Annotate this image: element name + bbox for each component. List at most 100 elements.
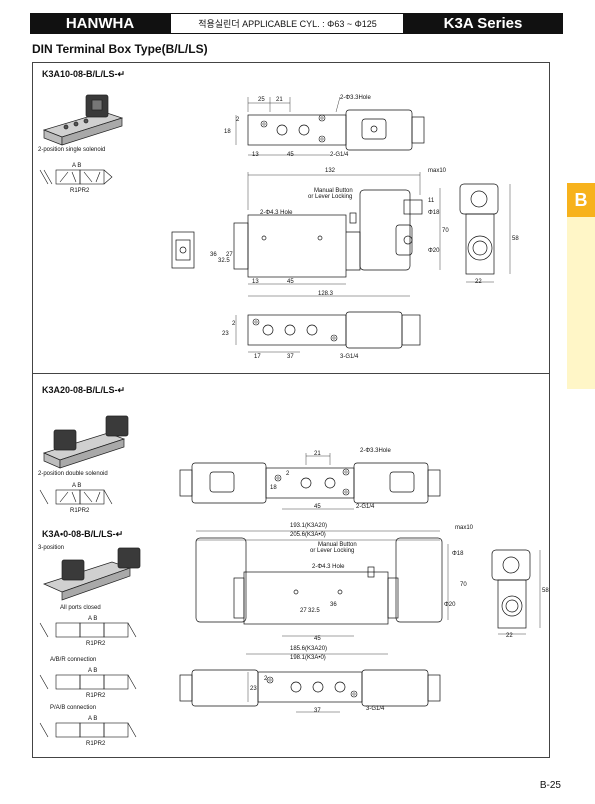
dim-max10-p2: max10 [455,525,474,531]
symbol-ports-top-3c: A B [88,716,97,722]
dim-2: 2 [236,117,240,123]
symbol-ports-bottom-2: R1PR2 [70,508,90,514]
brand-header: HANWHA [30,13,170,34]
valve-photo-single [42,94,124,146]
side-tab-label: B [574,189,588,210]
port-3-g14-p2: 3-G1/4 [366,706,385,712]
panel-single-solenoid [32,62,550,375]
dim-max10: max10 [428,168,447,174]
dim-2-p2: 2 [286,471,290,477]
dim-27: 27 [226,252,233,258]
hole-43-p2: 2-Φ4.3 Hole [312,564,345,570]
dim-phi20-p2: Φ20 [444,602,456,608]
front-view-double [195,530,449,655]
dim-32-5-p2: 32.5 [308,608,320,614]
end-view-single [459,183,511,283]
caption-abr-connection: A/B/R connection [50,657,97,663]
front-view-single [233,172,441,297]
symbol-ports-top-2: A B [72,483,81,489]
dim-22-p2: 22 [506,633,513,639]
arrow-icon: ↵ [117,385,126,395]
port-3-g14: 3-G1/4 [340,354,359,360]
caption-pab-connection: P/A/B connection [50,705,97,711]
port-g14: 2-G1/4 [330,152,349,158]
symbol-ports-bottom-3a: R1PR2 [86,641,106,647]
dim-205-6: 205.6(K3A•0) [290,532,326,538]
dim-phi20: Φ20 [428,248,440,254]
valve-symbol-single [39,169,113,185]
dim-11: 11 [428,198,435,204]
symbol-ports-top-3b: A B [88,668,97,674]
dim-45-p2: 45 [314,504,321,510]
side-index-tab[interactable]: B [567,183,595,217]
side-view-small [171,231,195,269]
top-view-single [235,96,425,156]
model-k3a10-label: K3A10-08-B/L/LS- [42,69,118,79]
bottom-view-single [235,311,421,353]
dim-37: 37 [287,354,294,360]
dim-23: 23 [222,331,229,337]
dim-27-p2: 27 [300,608,307,614]
lever-locking-label: or Lever Locking [308,194,352,200]
symbol-ports-bottom: R1PR2 [70,188,90,194]
dim-45-front: 45 [287,279,294,285]
dim-36: 36 [210,252,217,258]
dim-70-p2: 70 [460,582,467,588]
dim-18-p2: 18 [270,485,277,491]
caption-single-solenoid: 2-position single solenoid [38,147,106,153]
model-k3a20-label: K3A20-08-B/L/LS- [42,385,118,395]
bottom-view-double [179,669,441,713]
dim-36-p2: 36 [330,602,337,608]
dim-37-p2: 37 [314,708,321,714]
model-k3a-3pos-label: K3A•0-08-B/L/LS- [42,529,116,539]
series-header: K3A Series [403,13,563,34]
valve-symbol-double [39,489,113,505]
section-title: DIN Terminal Box Type(B/L/LS) [32,42,208,56]
end-view-double [491,549,541,635]
model-k3a10: K3A10-08-B/L/LS-↵ [42,69,125,80]
dim-32-5: 32.5 [218,258,230,264]
arrow-icon: ↵ [115,529,124,539]
dim-58: 58 [512,236,519,242]
side-index-band [567,183,595,389]
top-view-double [179,453,441,510]
applicable-label: 적용실린더 APPLICABLE CYL. : Φ63 ~ Φ125 [198,19,377,29]
symbol-ports-bottom-3b: R1PR2 [86,693,106,699]
dim-21: 21 [276,97,283,103]
hole-33-p2: 2-Φ3.3Hole [360,448,391,454]
dim-18: 18 [224,129,231,135]
lever-locking-label-p2: or Lever Locking [310,548,354,554]
caption-3-position: 3-position [38,545,65,551]
dim-193-1: 193.1(K3A20) [290,523,327,529]
manual-button-label: Manual Button [314,188,353,194]
dim-phi18: Φ18 [428,210,440,216]
hole-43: 2-Φ4.3 Hole [260,210,293,216]
dim-2-bottom-p2: 2 [264,676,268,682]
dim-17: 17 [254,354,261,360]
symbol-ports-top-3a: A B [88,616,97,622]
dim-2-bottom: 2 [232,321,236,327]
dim-phi18-p2: Φ18 [452,551,464,557]
dim-22: 22 [475,279,482,285]
dim-23-p2: 23 [250,686,257,692]
dim-132: 132 [325,168,336,174]
symbol-ports-top: A B [72,163,81,169]
dim-128-3: 128.3 [318,291,334,297]
arrow-icon: ↵ [117,69,126,79]
dim-21-p2: 21 [314,451,321,457]
symbol-ports-bottom-3c: R1PR2 [86,741,106,747]
valve-symbols-3pos [39,622,137,738]
series-label: K3A Series [443,15,523,32]
dim-13: 13 [252,152,259,158]
dim-25: 25 [258,97,265,103]
caption-all-ports-closed: All ports closed [60,605,101,611]
dim-70: 70 [442,228,449,234]
model-k3a-3pos: K3A•0-08-B/L/LS-↵ [42,529,123,540]
dim-198-1: 198.1(K3A•0) [290,655,326,661]
hole-33: 2-Φ3.3Hole [340,95,371,101]
caption-double-solenoid: 2-position double solenoid [38,471,108,477]
port-g14-p2: 2-G1/4 [356,504,375,510]
brand-label: HANWHA [65,15,135,32]
model-k3a20: K3A20-08-B/L/LS-↵ [42,385,125,396]
